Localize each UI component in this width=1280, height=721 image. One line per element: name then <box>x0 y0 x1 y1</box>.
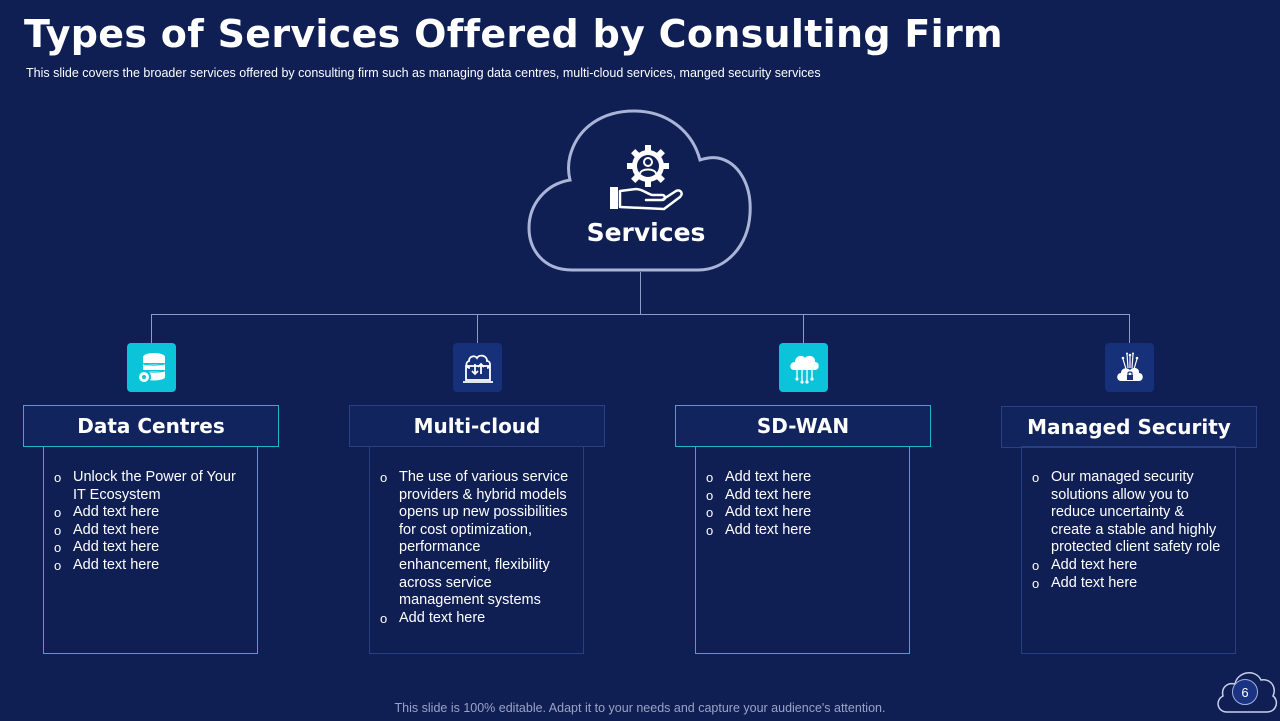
header-sd-wan: SD-WAN <box>675 405 931 447</box>
list-item: Our managed security solutions allow you… <box>1032 469 1227 557</box>
slide-title: Types of Services Offered by Consulting … <box>24 12 1003 56</box>
list-item: Add text here <box>54 504 249 522</box>
list-item: Add text here <box>54 557 249 575</box>
list-item: Unlock the Power of Your IT Ecosystem <box>54 469 249 504</box>
footer-note: This slide is 100% editable. Adapt it to… <box>394 701 886 715</box>
list-item: Add text here <box>1032 575 1227 593</box>
header-managed-security: Managed Security <box>1001 406 1257 448</box>
page-number: 6 <box>1232 679 1258 705</box>
cloud-network-icon <box>779 343 828 392</box>
list-item: Add text here <box>706 487 901 505</box>
slide-subtitle: This slide covers the broader services o… <box>26 66 821 80</box>
database-gear-icon <box>127 343 176 392</box>
cloud-lock-icon <box>1105 343 1154 392</box>
header-data-centres: Data Centres <box>23 405 279 447</box>
list-item: Add text here <box>54 522 249 540</box>
box-managed-security: Our managed security solutions allow you… <box>1021 446 1236 654</box>
hand-gear-user-icon <box>606 143 686 215</box>
cloud-laptop-icon <box>453 343 502 392</box>
list-item: Add text here <box>380 610 575 628</box>
list-item: Add text here <box>706 504 901 522</box>
list-item: Add text here <box>54 539 249 557</box>
list-item: Add text here <box>706 522 901 540</box>
list-item: Add text here <box>1032 557 1227 575</box>
services-label: Services <box>586 218 706 247</box>
box-data-centres: Unlock the Power of Your IT Ecosystem Ad… <box>43 446 258 654</box>
header-multi-cloud: Multi-cloud <box>349 405 605 447</box>
box-multi-cloud: The use of various service providers & h… <box>369 446 584 654</box>
list-item: Add text here <box>706 469 901 487</box>
list-item: The use of various service providers & h… <box>380 469 575 610</box>
box-sd-wan: Add text here Add text here Add text her… <box>695 446 910 654</box>
